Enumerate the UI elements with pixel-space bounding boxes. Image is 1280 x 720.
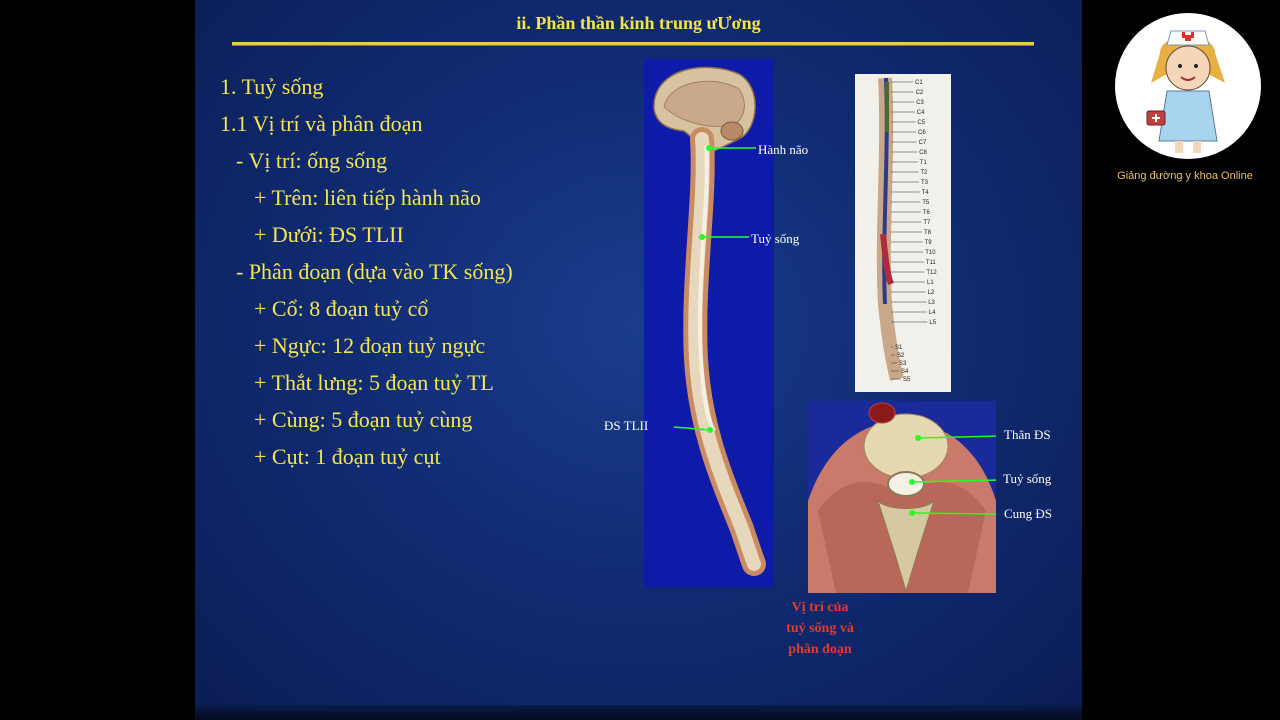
caption-line: tuỷ sống và: [786, 621, 854, 636]
slide-bottom-bar: [195, 705, 1082, 720]
segment-label: S4: [901, 369, 909, 375]
segment-label: L3: [928, 300, 935, 306]
segment-label: L1: [927, 280, 934, 286]
segment-label: T3: [921, 180, 929, 186]
segment-label: L4: [929, 310, 936, 316]
content-line: + Dưới: ĐS TLII: [254, 222, 404, 247]
segment-label: C6: [918, 130, 926, 136]
content-line: + Cổ: 8 đoạn tuỷ cổ: [254, 296, 429, 321]
segment-label: C1: [915, 80, 923, 86]
label-cung-ds: Cung ĐS: [1004, 506, 1053, 521]
channel-name: Giảng đường y khoa Online: [1117, 170, 1253, 182]
spine-sagittal-image: [644, 59, 774, 587]
segment-label: C5: [917, 120, 925, 126]
slide: ii. Phần thần kinh trung ưƯơng 1. Tuỷ số…: [195, 0, 1082, 720]
content-line: + Cùng: 5 đoạn tuỷ cùng: [254, 407, 473, 432]
label-tuy-song: Tuỷ sống: [751, 231, 800, 246]
segment-label: T6: [923, 210, 931, 216]
label-ds-tlii: ĐS TLII: [604, 418, 649, 433]
figure-caption: Vị trí của tuỷ sống và phân đoạn: [755, 597, 885, 660]
segment-label: T8: [924, 230, 932, 236]
segment-label: C2: [916, 90, 924, 96]
segment-label: L5: [929, 320, 936, 326]
segment-label: T9: [925, 240, 933, 246]
caption-line: phân đoạn: [788, 642, 852, 657]
segment-label: T12: [926, 270, 937, 276]
segment-label: T4: [922, 190, 930, 196]
content-line: + Cụt: 1 đoạn tuỷ cụt: [254, 444, 441, 469]
content-line: + Thắt lưng: 5 đoạn tuỷ TL: [254, 370, 494, 395]
slide-title: ii. Phần thần kinh trung ưƯơng: [516, 13, 761, 33]
nurse-avatar-logo: [1115, 13, 1261, 159]
segment-label: S1: [895, 345, 903, 351]
label-tuy-song-cross: Tuỷ sống: [1003, 471, 1052, 486]
segment-label: T5: [922, 200, 930, 206]
content-line: - Vị trí: ống sống: [236, 148, 388, 173]
content-line: - Phân đoạn (dựa vào TK sống): [236, 259, 513, 284]
segment-label: T1: [920, 160, 928, 166]
segment-label: C7: [919, 140, 927, 146]
label-than-ds: Thân ĐS: [1004, 427, 1051, 442]
content-line: 1.1 Vị trí và phân đoạn: [220, 111, 423, 136]
vertebra-cross-section-image: [808, 401, 996, 593]
content-line: + Trên: liên tiếp hành não: [254, 185, 481, 210]
segment-label: T11: [926, 260, 937, 266]
segment-label: T7: [923, 220, 931, 226]
segment-label: C3: [916, 100, 924, 106]
caption-line: Vị trí của: [791, 600, 849, 615]
content-line: + Ngực: 12 đoạn tuỷ ngực: [254, 333, 486, 358]
segment-label: S3: [899, 361, 907, 367]
title-divider: [232, 42, 1034, 46]
segment-label: C4: [917, 110, 925, 116]
segment-label: L2: [928, 290, 935, 296]
segment-label: T10: [925, 250, 936, 256]
segment-label: S2: [897, 353, 905, 359]
label-hanh-nao: Hành não: [758, 142, 809, 157]
segment-label: T2: [920, 170, 928, 176]
content-line: 1. Tuỷ sống: [220, 74, 324, 99]
segment-label: S5: [903, 377, 911, 383]
segment-label: C8: [919, 150, 927, 156]
